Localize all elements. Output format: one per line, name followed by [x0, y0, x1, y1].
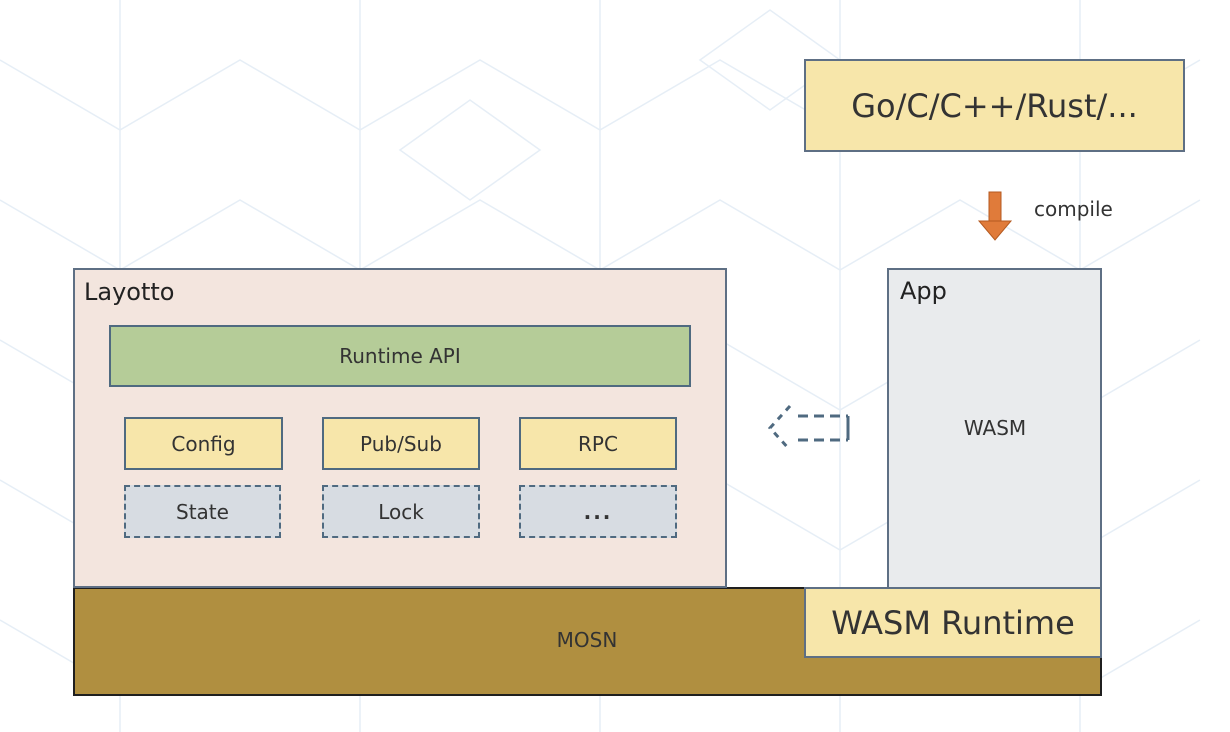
pubsub-box: Pub/Sub [322, 417, 480, 470]
languages-box: Go/C/C++/Rust/... [804, 59, 1185, 152]
mosn-label: MOSN [556, 628, 618, 652]
layotto-title: Layotto [84, 278, 175, 306]
config-box: Config [124, 417, 283, 470]
state-box: State [124, 485, 281, 538]
compile-label: compile [1034, 197, 1113, 221]
runtime-api-box: Runtime API [109, 325, 691, 387]
arrow-down-icon [977, 191, 1013, 241]
wasm-label: WASM [963, 416, 1027, 440]
wasm-runtime-box: WASM Runtime [804, 587, 1102, 658]
dashed-arrow-left-icon [767, 404, 850, 452]
rpc-box: RPC [519, 417, 677, 470]
lock-box: Lock [322, 485, 480, 538]
app-title: App [900, 277, 947, 305]
app-container [887, 268, 1102, 592]
more-components-box: ... [519, 485, 677, 538]
